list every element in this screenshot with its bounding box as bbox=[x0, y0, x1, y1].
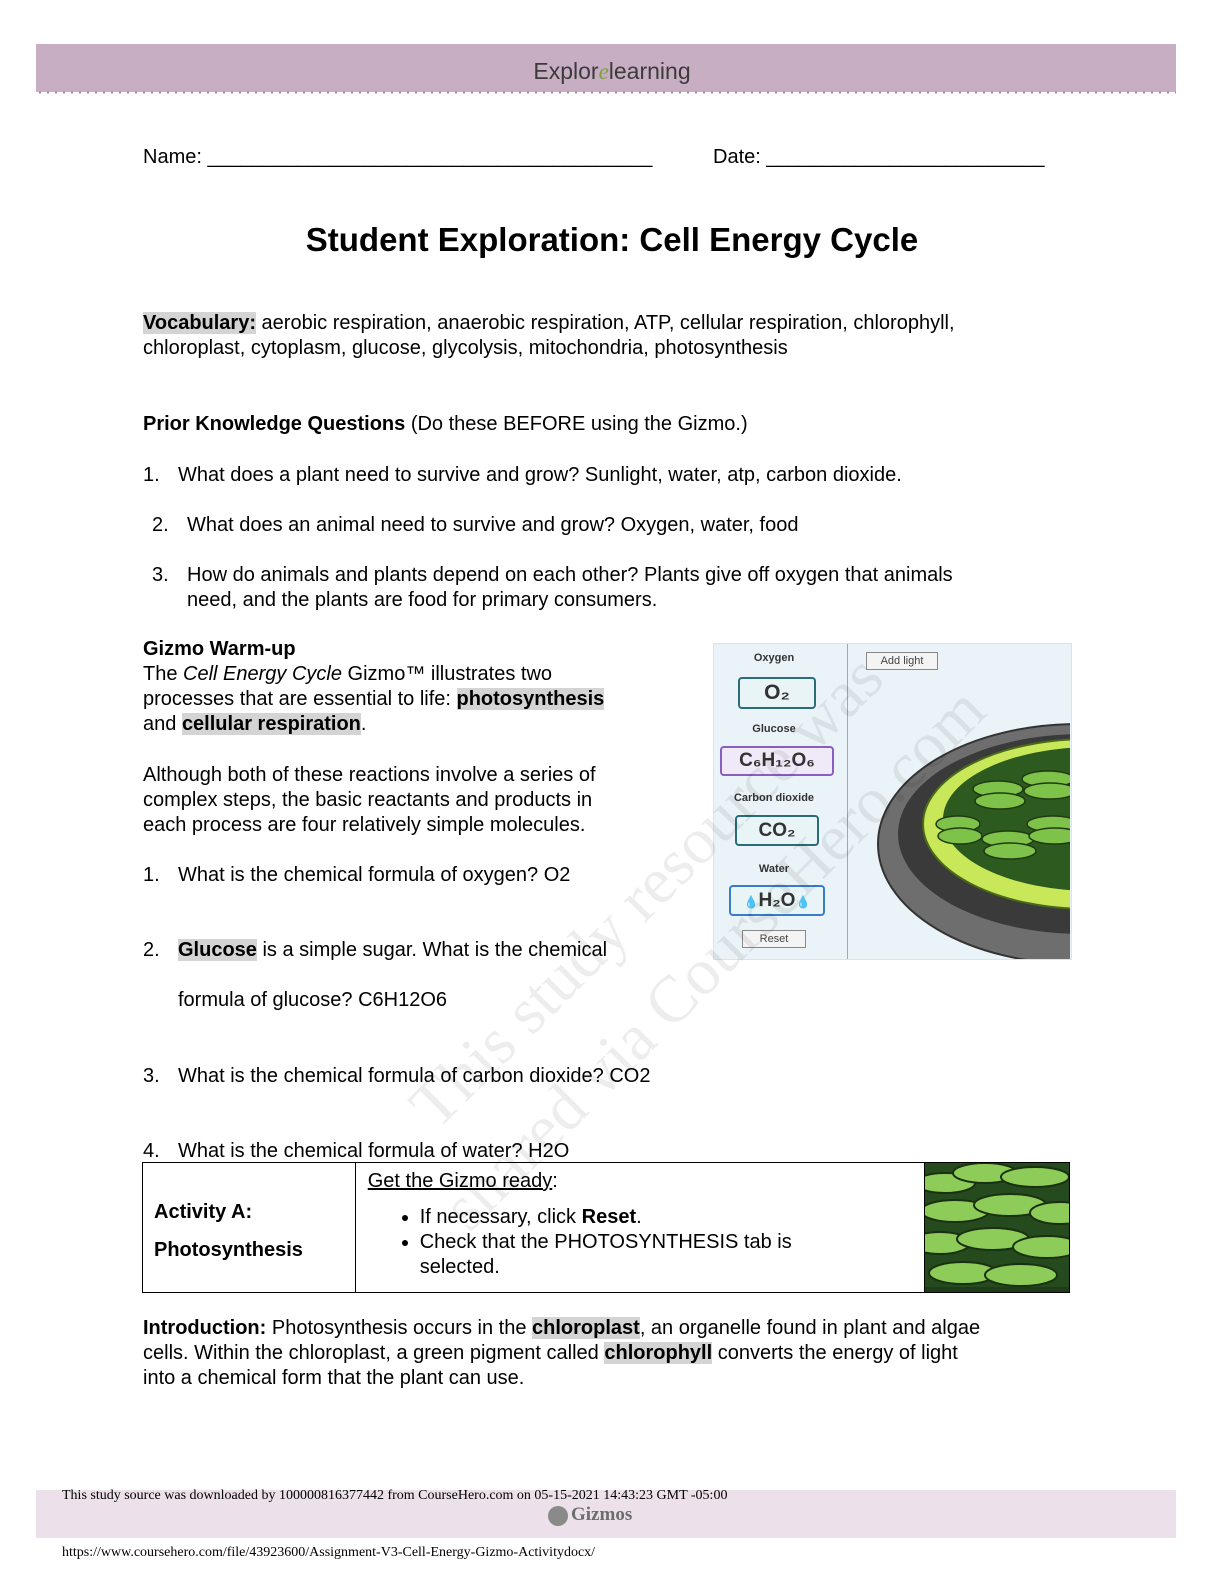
water-tile[interactable]: 💧H₂O💧 bbox=[729, 885, 825, 916]
oxygen-tile[interactable]: O₂ bbox=[738, 677, 816, 709]
water-drop-icon: 💧 bbox=[795, 895, 811, 909]
source-url-link[interactable]: https://www.coursehero.com/file/43923600… bbox=[62, 1545, 596, 1560]
term-photosynthesis: photosynthesis bbox=[456, 688, 605, 710]
prior-question-3: 3. How do animals and plants depend on e… bbox=[152, 564, 953, 611]
explorelearning-logo: Explorelearning bbox=[533, 58, 691, 84]
warmup-question-4: 4.What is the chemical formula of water?… bbox=[143, 1140, 570, 1162]
page-title: Student Exploration: Cell Energy Cycle bbox=[305, 221, 919, 258]
prior-question-2: 2.What does an animal need to survive an… bbox=[152, 514, 799, 536]
glucose-tile[interactable]: C₆H₁₂O₆ bbox=[720, 746, 834, 776]
instruction-reset: If necessary, click Reset. bbox=[420, 1205, 924, 1230]
header-dotted-rule bbox=[36, 91, 1176, 94]
chloroplast-thumbnail-cell bbox=[908, 1162, 1091, 1293]
oxygen-label: Oxygen bbox=[753, 652, 795, 664]
chloroplast-illustration bbox=[877, 723, 1070, 959]
term-cellular-respiration: cellular respiration bbox=[181, 713, 361, 735]
term-glucose: Glucose bbox=[178, 939, 257, 961]
gizmos-logo-icon bbox=[548, 1505, 568, 1526]
leaf-e-icon: e bbox=[598, 59, 609, 84]
carbon-dioxide-label: Carbon dioxide bbox=[733, 792, 815, 804]
warmup-paragraph-2: Although both of these reactions involve… bbox=[143, 764, 596, 836]
warmup-question-3: 3.What is the chemical formula of carbon… bbox=[143, 1065, 651, 1087]
footer-band bbox=[36, 1490, 1176, 1538]
warmup-question-2: 2. Glucose is a simple sugar. What is th… bbox=[143, 939, 608, 1011]
name-field: Name: __________________________________… bbox=[143, 146, 653, 168]
introduction-paragraph: Introduction: Photosynthesis occurs in t… bbox=[143, 1317, 981, 1389]
get-ready-heading: Get the Gizmo ready bbox=[367, 1170, 553, 1192]
term-chlorophyll: chlorophyll bbox=[604, 1342, 713, 1364]
activity-title-cell: Activity A: Photosynthesis bbox=[142, 1162, 356, 1293]
glucose-label: Glucose bbox=[752, 723, 796, 735]
activity-instructions-cell: Get the Gizmo ready: If necessary, click… bbox=[354, 1162, 925, 1293]
thylakoid-thumbnail bbox=[908, 1162, 1091, 1287]
date-field: Date: _________________________ bbox=[713, 146, 1045, 168]
warmup-question-1: 1.What is the chemical formula of oxygen… bbox=[143, 864, 571, 886]
gizmos-logo: Gizmos bbox=[548, 1504, 632, 1526]
vocabulary: Vocabulary: aerobic respiration, anaerob… bbox=[143, 312, 955, 359]
header-band bbox=[36, 44, 1176, 92]
prior-knowledge-heading: Prior Knowledge Questions (Do these BEFO… bbox=[143, 413, 748, 435]
activity-name: Photosynthesis bbox=[154, 1239, 303, 1261]
water-drop-icon: 💧 bbox=[743, 895, 759, 909]
prior-question-1: 1.What does a plant need to survive and … bbox=[143, 464, 902, 486]
activity-label: Activity A: bbox=[154, 1201, 253, 1223]
term-chloroplast: chloroplast bbox=[532, 1317, 640, 1339]
instruction-tab: Check that the PHOTOSYNTHESIS tab issele… bbox=[420, 1230, 924, 1280]
gizmo-screenshot: Oxygen O₂ Glucose C₆H₁₂O₆ Carbon dioxide… bbox=[713, 643, 1072, 960]
co2-tile[interactable]: CO₂ bbox=[735, 815, 819, 846]
activity-a-table: Activity A: Photosynthesis Get the Gizmo… bbox=[142, 1162, 1091, 1293]
add-light-button[interactable]: Add light bbox=[866, 652, 938, 670]
warmup-section: Gizmo Warm-up The Cell Energy Cycle Gizm… bbox=[143, 638, 605, 735]
reset-button[interactable]: Reset bbox=[742, 930, 806, 948]
warmup-heading: Gizmo Warm-up bbox=[143, 638, 296, 660]
download-notice: This study source was downloaded by 1000… bbox=[62, 1488, 728, 1503]
water-label: Water bbox=[758, 863, 790, 875]
